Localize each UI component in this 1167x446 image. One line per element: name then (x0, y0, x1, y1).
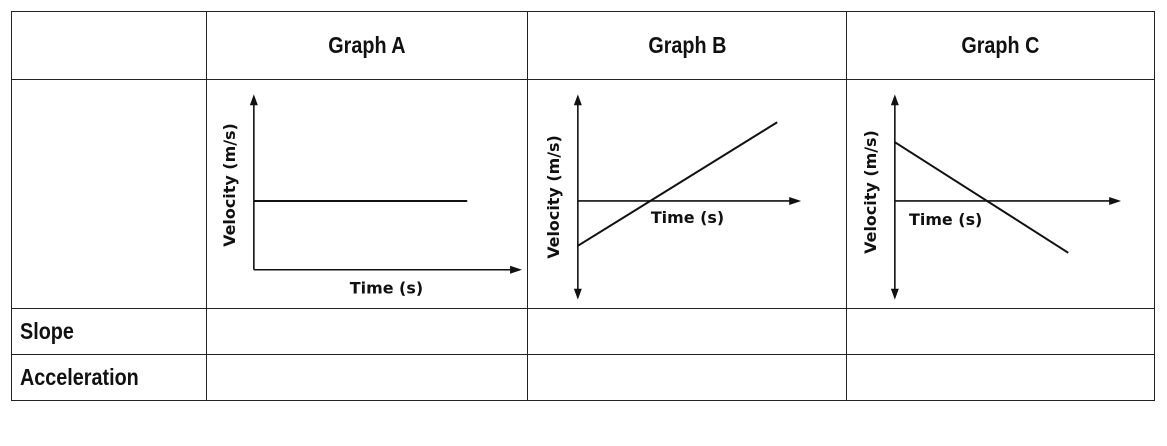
graph-a: Velocity (m/s) Time (s) (220, 94, 523, 298)
header-row: Graph A Graph B Graph C (11, 11, 1155, 80)
slope-graph-b-cell[interactable] (527, 308, 847, 355)
header-graph-b: Graph B (527, 11, 847, 80)
graph-b-cell: Velocity (m/s) Time (s) (527, 79, 847, 309)
graph-row-label-cell (11, 79, 207, 309)
acceleration-graph-a-cell[interactable] (206, 354, 528, 401)
slope-row: Slope (11, 308, 1155, 355)
graph-a-x-arrow (510, 265, 523, 274)
graph-c-x-arrow (1109, 196, 1122, 205)
acceleration-row: Acceleration (11, 354, 1155, 401)
header-empty (11, 11, 207, 80)
graph-table: Graph A Graph B Graph C Velocity (m/s) T… (11, 11, 1155, 401)
header-graph-a: Graph A (206, 11, 528, 80)
graph-c-y-arrow-down (890, 288, 899, 300)
slope-graph-c-cell[interactable] (846, 308, 1155, 355)
graph-b-velocity-line (577, 121, 778, 247)
graph-b: Velocity (m/s) Time (s) (544, 94, 802, 300)
graph-a-cell: Velocity (m/s) Time (s) (206, 79, 528, 309)
acceleration-label: Acceleration (11, 354, 207, 401)
graph-b-y-arrow-down (573, 288, 582, 300)
graph-c-cell: Velocity (m/s) Time (s) (846, 79, 1155, 309)
graph-c-y-arrow-up (890, 94, 899, 106)
graph-a-xlabel: Time (s) (350, 279, 423, 298)
header-graph-c: Graph C (846, 11, 1155, 80)
graph-row: Velocity (m/s) Time (s) Velocity (m/s) T… (11, 79, 1155, 309)
slope-label: Slope (11, 308, 207, 355)
graph-c: Velocity (m/s) Time (s) (861, 94, 1122, 300)
graph-c-xlabel: Time (s) (909, 210, 982, 229)
graph-c-velocity-line (894, 141, 1069, 254)
graph-b-ylabel: Velocity (m/s) (544, 135, 563, 259)
graph-b-xlabel: Time (s) (651, 208, 724, 227)
graph-b-y-arrow-up (573, 94, 582, 106)
graph-c-ylabel: Velocity (m/s) (861, 130, 880, 254)
acceleration-graph-c-cell[interactable] (846, 354, 1155, 401)
graph-b-x-arrow (789, 196, 802, 205)
graph-a-ylabel: Velocity (m/s) (220, 123, 239, 247)
graph-a-y-arrow (249, 94, 258, 106)
acceleration-graph-b-cell[interactable] (527, 354, 847, 401)
slope-graph-a-cell[interactable] (206, 308, 528, 355)
